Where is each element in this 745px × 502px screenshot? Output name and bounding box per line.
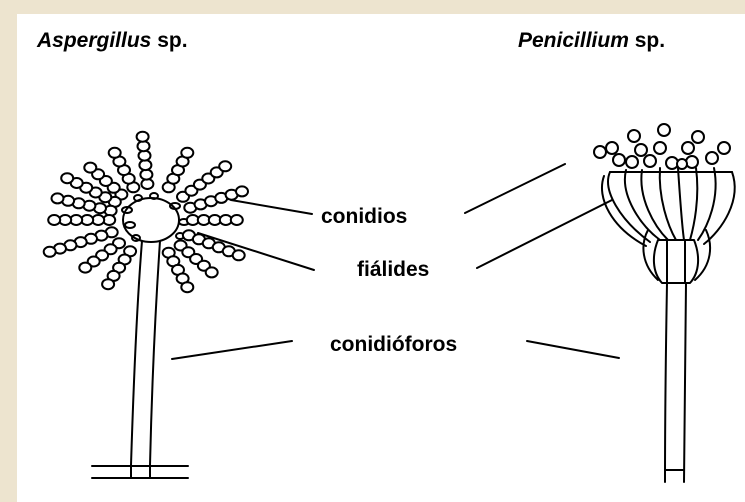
aspergillus-stalk [131,241,160,465]
conidium [139,160,151,170]
conidium [219,161,231,171]
conidium [181,148,193,158]
aspergillus-foot [92,466,188,478]
conidium [79,263,91,273]
penicillium-stalk [665,283,686,482]
conidium [138,141,150,151]
conidium [231,215,243,225]
conidium [236,186,248,196]
conidium [233,250,245,260]
conidium [206,267,218,277]
conidium [61,173,73,183]
conidium [44,247,56,257]
conidium [140,170,152,180]
penicillium-conidia [594,124,730,169]
conidium [84,163,96,173]
conidium [52,193,64,203]
conidium [102,279,114,289]
conidium [181,282,193,292]
penicillium-phialides [602,168,735,246]
conidium [137,132,149,142]
conidium [109,148,121,158]
conidium [48,215,60,225]
